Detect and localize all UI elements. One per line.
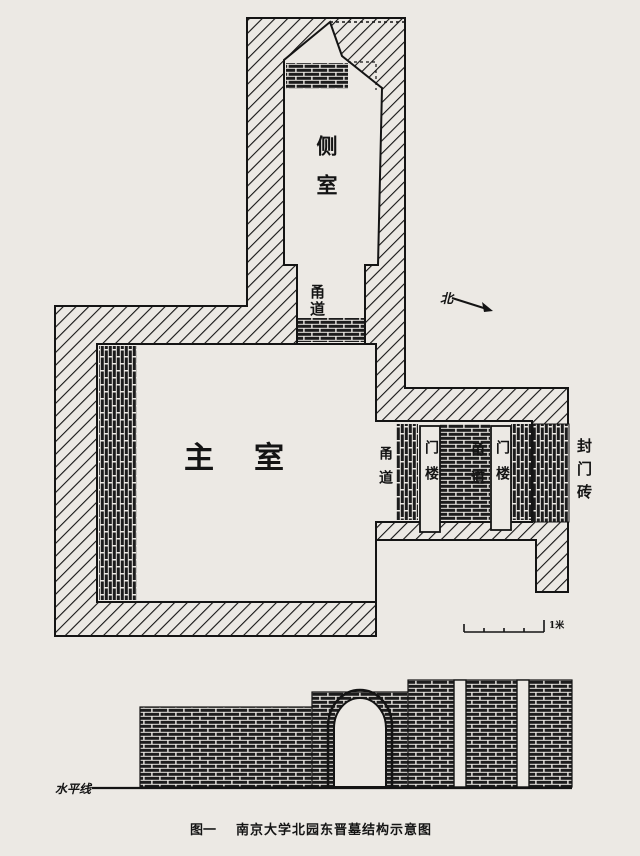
front-passage-brick-left <box>396 424 418 520</box>
seal-brick-block <box>532 423 570 523</box>
side-passage-label: 甬道 <box>308 284 326 318</box>
side-room-label: 侧室 <box>314 135 339 213</box>
door-brick-a-label: 门楼 <box>423 440 439 492</box>
elevation-door-slot-a <box>453 679 467 788</box>
tomb-walls <box>54 17 569 637</box>
door-brick-b-label: 门楼 <box>494 440 510 492</box>
side-passage-brick-floor <box>298 318 364 342</box>
north-label: 北 <box>440 292 454 307</box>
elevation-low-wall <box>139 706 315 788</box>
scale-label: 1米 <box>549 621 565 631</box>
door-brick-panel-b <box>490 425 512 531</box>
figure-number: 图一 <box>190 823 217 838</box>
north-arrow <box>451 297 493 312</box>
tomb-elevation <box>139 679 573 788</box>
main-room-brick-wall <box>99 346 137 600</box>
front-passage-brick-right <box>511 424 531 520</box>
main-room-label: 主室 <box>184 441 324 476</box>
side-room-brick-top <box>286 63 348 89</box>
scale-bar <box>463 620 545 633</box>
elevation-door-slot-b <box>516 679 530 788</box>
front-passage-brick-mid <box>440 424 490 520</box>
figure-caption: 南京大学北园东晋墓结构示意图 <box>236 823 433 838</box>
seal-brick-label: 封门砖 <box>575 438 593 507</box>
elevation-tall-wall <box>407 679 573 788</box>
elevation-arch-opening <box>333 697 387 788</box>
front-passage-mid-label: 甬道 <box>469 442 485 498</box>
reconstruction-outline <box>330 21 406 96</box>
front-passage-left-label: 甬道 <box>377 446 393 494</box>
door-brick-panel-a <box>419 425 441 533</box>
water-level-label: 水平线 <box>55 782 92 796</box>
